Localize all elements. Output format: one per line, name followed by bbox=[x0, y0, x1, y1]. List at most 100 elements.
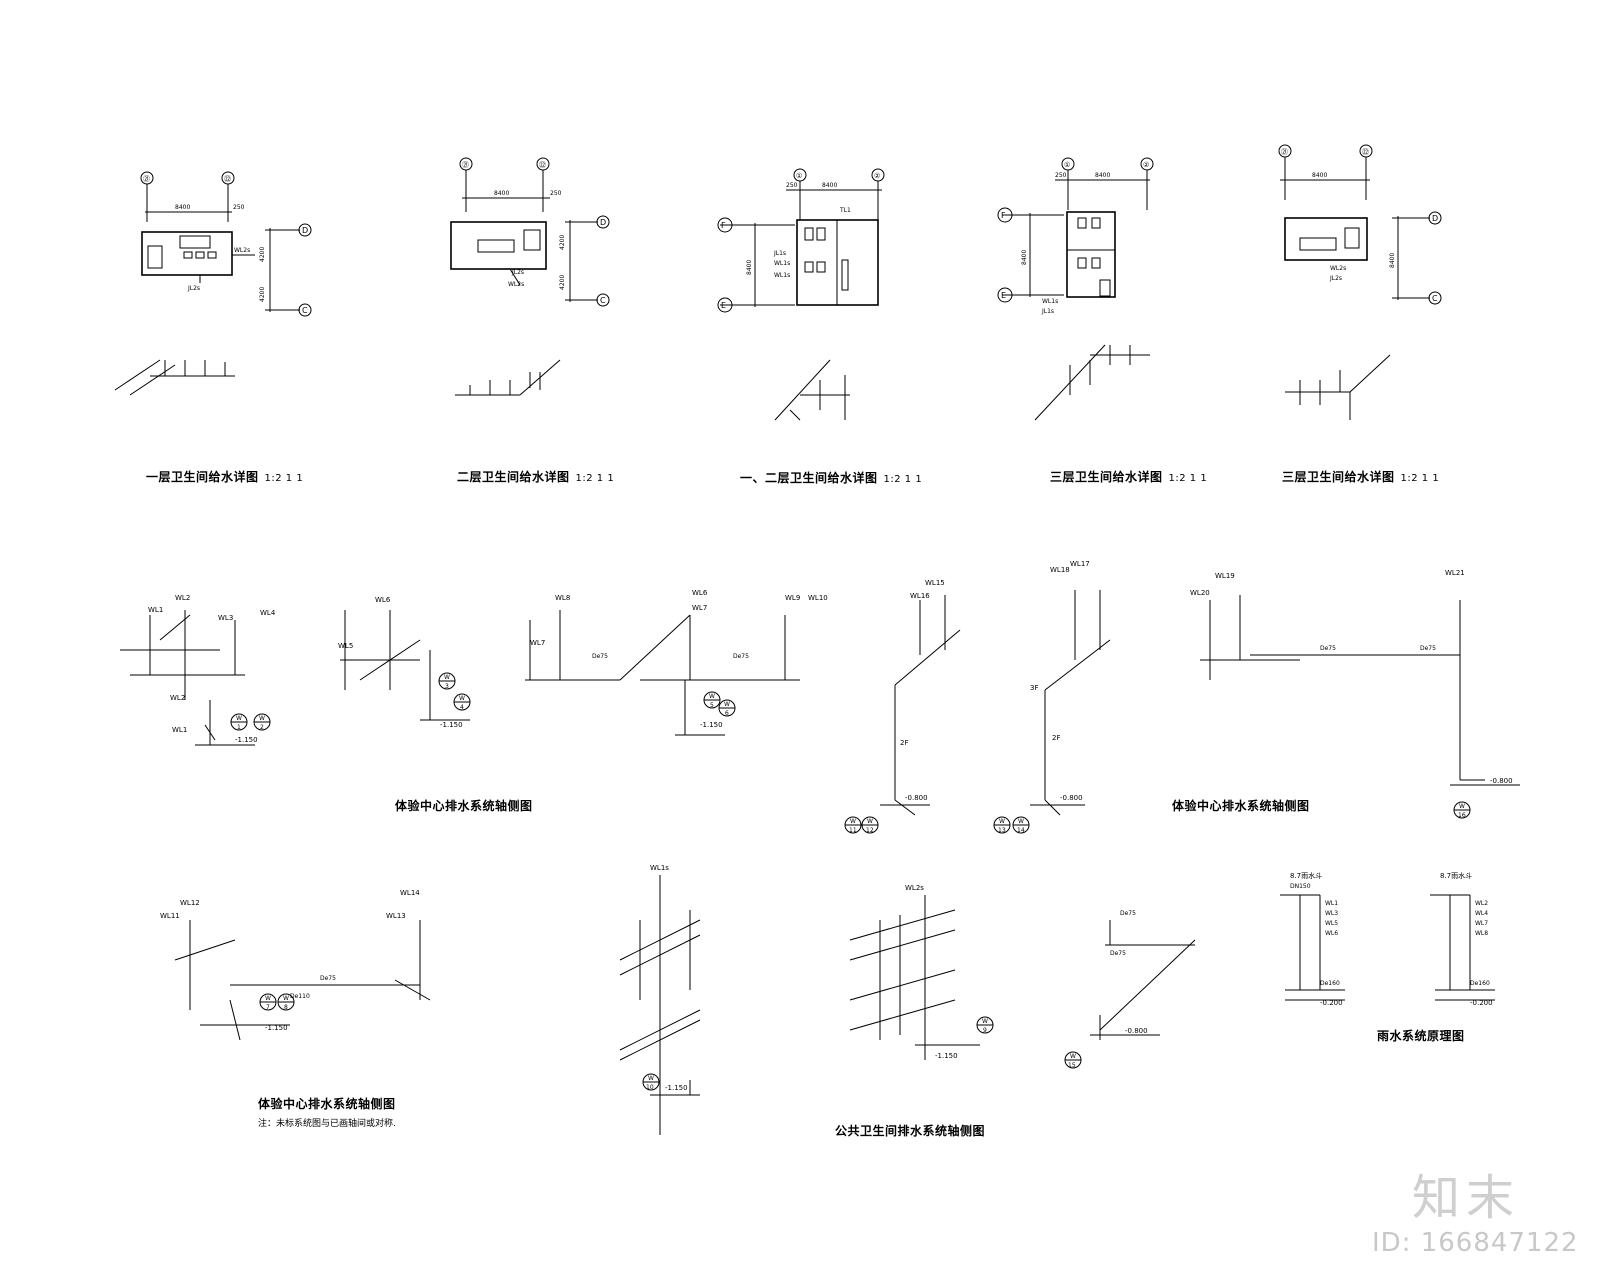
svg-text:D: D bbox=[302, 226, 308, 235]
svg-text:W: W bbox=[1018, 818, 1024, 825]
svg-text:W: W bbox=[648, 1075, 654, 1082]
svg-text:WL14: WL14 bbox=[400, 889, 420, 897]
svg-text:C: C bbox=[1432, 294, 1438, 303]
svg-text:8400: 8400 bbox=[175, 204, 190, 211]
svg-text:4200: 4200 bbox=[559, 275, 566, 290]
caption-drainage-iso-2: 体验中心排水系统轴侧图 bbox=[1172, 799, 1310, 813]
svg-text:-1.150: -1.150 bbox=[265, 1024, 288, 1032]
svg-text:8400: 8400 bbox=[746, 260, 753, 275]
svg-text:W: W bbox=[724, 701, 730, 708]
svg-text:D: D bbox=[600, 218, 606, 227]
svg-text:WL1: WL1 bbox=[1325, 900, 1338, 907]
svg-text:250: 250 bbox=[1055, 172, 1067, 179]
svg-text:WL13: WL13 bbox=[386, 912, 406, 920]
iso-group-a: WL1 WL2 WL3 WL4 WL2 WL1 -1.150 W 1 W 2 bbox=[120, 594, 276, 746]
svg-text:2: 2 bbox=[260, 724, 264, 731]
svg-text:W: W bbox=[1459, 803, 1465, 810]
svg-text:W: W bbox=[236, 715, 242, 722]
svg-text:De75: De75 bbox=[320, 975, 336, 982]
svg-text:WL2: WL2 bbox=[170, 694, 185, 702]
iso-group-b: WL6 WL5 -1.150 W 3 W 4 bbox=[338, 596, 471, 729]
svg-text:7: 7 bbox=[266, 1004, 270, 1011]
svg-text:4200: 4200 bbox=[259, 287, 266, 302]
svg-text:W: W bbox=[259, 715, 265, 722]
svg-text:10: 10 bbox=[646, 1084, 654, 1091]
svg-text:De75: De75 bbox=[1420, 645, 1436, 652]
svg-text:W: W bbox=[265, 995, 271, 1002]
svg-text:250: 250 bbox=[786, 182, 798, 189]
svg-text:WL1: WL1 bbox=[172, 726, 187, 734]
svg-text:De75: De75 bbox=[592, 653, 608, 660]
svg-text:WL2: WL2 bbox=[1475, 900, 1488, 907]
svg-text:-0.800: -0.800 bbox=[1490, 777, 1513, 785]
svg-text:㉒: ㉒ bbox=[1362, 148, 1369, 156]
svg-text:㉒: ㉒ bbox=[539, 161, 546, 169]
svg-text:WL16: WL16 bbox=[910, 592, 930, 600]
svg-text:5: 5 bbox=[710, 702, 714, 709]
svg-text:W: W bbox=[444, 674, 450, 681]
iso-group-f: WL19 WL20 WL21 De75 De75 -0.800 W 16 bbox=[1190, 569, 1520, 819]
svg-text:WL20: WL20 bbox=[1190, 589, 1210, 597]
watermark-id: ID: 166847122 bbox=[1372, 1228, 1579, 1258]
svg-text:2F: 2F bbox=[1052, 734, 1060, 742]
iso-group-i: WL2s -1.150 W 9 bbox=[849, 884, 994, 1060]
svg-text:WL7: WL7 bbox=[530, 639, 545, 647]
svg-text:WL1s: WL1s bbox=[774, 272, 790, 279]
svg-text:-1.150: -1.150 bbox=[700, 721, 723, 729]
svg-text:①: ① bbox=[1064, 161, 1070, 169]
svg-text:W: W bbox=[867, 818, 873, 825]
svg-text:㉑: ㉑ bbox=[1281, 148, 1288, 156]
svg-text:C: C bbox=[302, 306, 308, 315]
svg-text:WL6: WL6 bbox=[1325, 930, 1338, 937]
svg-text:JL1s: JL1s bbox=[773, 250, 786, 257]
svg-text:De75: De75 bbox=[1110, 950, 1126, 957]
svg-text:11: 11 bbox=[849, 827, 857, 834]
svg-text:De75: De75 bbox=[733, 653, 749, 660]
svg-text:JL2s: JL2s bbox=[187, 285, 200, 292]
svg-text:-0.800: -0.800 bbox=[1125, 1027, 1148, 1035]
svg-text:2F: 2F bbox=[900, 739, 908, 747]
svg-text:W: W bbox=[459, 695, 465, 702]
svg-text:-0.800: -0.800 bbox=[1060, 794, 1083, 802]
svg-text:14: 14 bbox=[1017, 827, 1025, 834]
rain-system: 8.7雨水斗 DN150 WL1 WL3 WL5 WL6 De160 -0.20… bbox=[1280, 871, 1495, 1007]
svg-text:-0.800: -0.800 bbox=[905, 794, 928, 802]
svg-text:WL19: WL19 bbox=[1215, 572, 1235, 580]
svg-text:E: E bbox=[721, 301, 726, 310]
svg-text:WL1s: WL1s bbox=[650, 864, 669, 872]
caption-rain-system: 雨水系统原理图 bbox=[1377, 1029, 1465, 1043]
svg-text:D: D bbox=[1432, 214, 1438, 223]
svg-text:250: 250 bbox=[550, 190, 562, 197]
svg-text:WL1s: WL1s bbox=[774, 260, 790, 267]
svg-text:8400: 8400 bbox=[1021, 250, 1028, 265]
svg-text:WL15: WL15 bbox=[925, 579, 945, 587]
svg-text:WL2s: WL2s bbox=[508, 281, 524, 288]
iso-group-e: WL18 WL17 3F 2F -0.800 W 13 W 14 bbox=[993, 560, 1111, 834]
svg-text:12: 12 bbox=[866, 827, 874, 834]
svg-text:WL17: WL17 bbox=[1070, 560, 1090, 568]
svg-text:-0.200: -0.200 bbox=[1320, 999, 1343, 1007]
svg-text:8400: 8400 bbox=[494, 190, 509, 197]
svg-text:WL5: WL5 bbox=[1325, 920, 1338, 927]
svg-text:WL1s: WL1s bbox=[1042, 298, 1058, 305]
svg-text:F: F bbox=[721, 221, 726, 230]
svg-text:W: W bbox=[1070, 1053, 1076, 1060]
svg-text:WL3: WL3 bbox=[218, 614, 233, 622]
svg-text:13: 13 bbox=[998, 827, 1006, 834]
svg-text:JL1s: JL1s bbox=[1041, 308, 1054, 315]
svg-text:De160: De160 bbox=[1470, 980, 1490, 987]
svg-text:㉑: ㉑ bbox=[143, 175, 150, 183]
svg-text:WL6: WL6 bbox=[375, 596, 391, 604]
svg-text:WL8: WL8 bbox=[1475, 930, 1488, 937]
svg-text:4200: 4200 bbox=[559, 235, 566, 250]
svg-text:WL9: WL9 bbox=[785, 594, 800, 602]
svg-text:WL12: WL12 bbox=[180, 899, 200, 907]
svg-text:WL8: WL8 bbox=[555, 594, 570, 602]
svg-text:WL7: WL7 bbox=[692, 604, 707, 612]
svg-text:W: W bbox=[999, 818, 1005, 825]
plan-2: ㉑ ㉒ 8400 250 JL2s WL2s D C 4200 4200 bbox=[450, 157, 610, 396]
svg-text:WL1: WL1 bbox=[148, 606, 163, 614]
